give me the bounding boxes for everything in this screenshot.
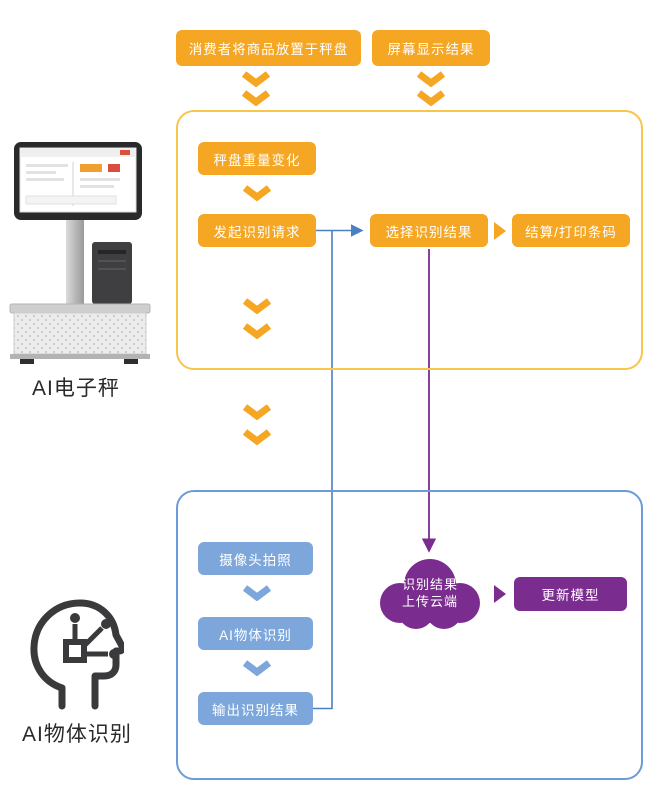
scale-flow-container [176,110,643,370]
step-update-model: 更新模型 [514,577,627,611]
cloud-upload-label-line1: 识别结果 [401,577,458,592]
ai-section-label: AI物体识别 [22,723,132,746]
ai-head-icon [30,599,124,710]
chevron-down-icon [242,585,272,601]
cloud-upload-node [372,555,488,635]
step-settle-print: 结算/打印条码 [512,214,630,247]
scale-illustration [9,142,151,364]
step-output-result: 输出识别结果 [198,692,313,725]
step-weight-change: 秤盘重量变化 [198,142,316,175]
chevron-down-icon [241,71,271,106]
step-camera-shot: 摄像头拍照 [198,542,313,575]
arrow-right-icon [494,222,506,240]
chevron-down-icon [416,71,446,106]
step-ai-recognition: AI物体识别 [198,617,313,650]
arrow-right-icon [494,585,506,603]
cloud-icon [380,559,480,629]
scale-section-label: AI电子秤 [32,377,120,400]
chevron-down-icon [242,404,272,445]
chevron-down-icon [242,660,272,676]
step-place-goods: 消费者将商品放置于秤盘 [176,30,361,66]
chevron-down-icon [242,298,272,339]
cloud-upload-label: 识别结果 上传云端 [372,576,488,610]
step-screen-result: 屏幕显示结果 [372,30,490,66]
step-select-result: 选择识别结果 [370,214,488,247]
step-send-request: 发起识别请求 [198,214,316,247]
chevron-down-icon [242,185,272,201]
ai-flow-container [176,490,643,780]
cloud-upload-label-line2: 上传云端 [401,594,458,609]
